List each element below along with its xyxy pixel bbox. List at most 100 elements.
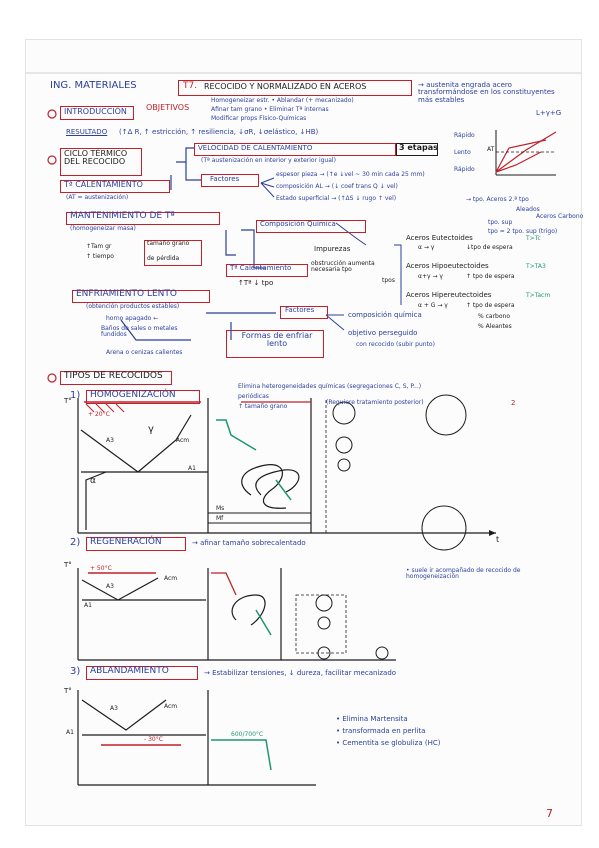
ablan-desc: → Estabilizar tensiones, ↓ dureza, facil…: [204, 669, 397, 677]
eutectoides-range: T>Tc: [526, 235, 541, 242]
homog-t-axis: T°: [64, 397, 72, 405]
ablan-bullet: • transformada en perlita: [336, 727, 426, 735]
homog-a1: A1: [188, 465, 196, 472]
header-note: → austenita engrada acero transformándos…: [418, 81, 555, 104]
at-label: AT: [487, 146, 495, 153]
mantenimiento-sub: (homogeneizar masa): [70, 225, 136, 232]
homog-num: 1): [70, 390, 81, 401]
ciclo-box: [60, 148, 142, 176]
factor-item: composición AL → (↓ coef trans Q ↓ vel): [276, 183, 398, 190]
taust-note: (Tª austenización en interior y exterior…: [201, 157, 336, 164]
topic-title: RECOCIDO Y NORMALIZADO EN ACEROS: [204, 82, 367, 91]
regen-plus: + 50°C: [90, 565, 112, 572]
resultado-label: RESULTADO: [66, 128, 108, 136]
ablan-range: 600/700°C: [231, 731, 264, 738]
formas-box: [226, 330, 324, 358]
homog-gamma: γ: [148, 424, 154, 435]
regen-a1: A1: [84, 602, 92, 609]
ablan-t-axis: T°: [64, 687, 72, 695]
regen-t-axis: T°: [64, 561, 72, 569]
regen-acm: Acm: [164, 575, 178, 582]
regen-title: REGENERACIÓN: [90, 537, 162, 547]
tipos-box: [60, 371, 172, 385]
eutectoides-label: Aceros Eutectoides: [406, 234, 473, 242]
obstruccion-label: obstrucción aumenta necesaria tpo: [311, 260, 375, 274]
banos-label: Baños de sales o metales fundidos: [101, 325, 178, 339]
comp-quim-label: Composición Química: [260, 220, 336, 228]
tamano-label: tamaño grano: [147, 240, 190, 247]
factor-item: espesor pieza → (↑e ↓vel ~ 30 min cada 2…: [276, 171, 425, 178]
intro-title: INTRODUCCIÓN: [64, 107, 127, 116]
regen-num: 2): [70, 537, 81, 548]
page-drawings: [26, 72, 581, 786]
topic-number: T7.: [183, 81, 198, 91]
eutectoides-tpo: ↓tpo de espera: [466, 244, 513, 251]
enfriamiento-box: [72, 290, 210, 303]
calentamiento-box: [60, 180, 170, 193]
ablan-a1: A1: [66, 729, 74, 736]
objetivo-item: Afinar tam grano • Eliminar Tª internas: [211, 106, 329, 113]
tcalent2-box: [226, 264, 308, 277]
homog-title: HOMOGENIZACIÓN: [90, 390, 176, 400]
hiper-range: T>Tacm: [526, 292, 551, 299]
homog-bullet: periódicas: [238, 393, 269, 400]
ablan-title: ABLANDAMIENTO: [90, 666, 169, 676]
factor-item: Estado superficial → (↑ΔS ↓ rugo ↑ vel): [276, 195, 397, 202]
intro-box: [60, 106, 134, 120]
ablan-a3: A3: [110, 705, 118, 712]
objetivo-item: Homogeneizar estr. • Ablandar (+ mecaniz…: [211, 97, 354, 104]
homog-alpha: α: [90, 476, 96, 486]
formas-label: Formas de enfriar lento: [241, 331, 313, 349]
objetivo-item: Modificar props Físico-Químicas: [211, 115, 307, 122]
homog-bullet-num: 2: [511, 399, 516, 407]
ablan-bullet: • Elimina Martensita: [336, 715, 408, 723]
enf-objetivo: objetivo perseguido: [348, 329, 418, 337]
regen-desc: → afinar tamaño sobrecalentado: [192, 539, 306, 547]
calentamiento-title: Tª CALENTAMIENTO: [64, 180, 143, 189]
mantenimiento-title: MANTENIMIENTO DE Tª: [70, 211, 175, 221]
homog-ms: Ms: [216, 505, 225, 512]
enf-pct-aleantes: % Aleantes: [478, 323, 512, 330]
mantenimiento-box: [66, 212, 220, 225]
velocidad-title: VELOCIDAD DE CALENTAMIENTO: [198, 144, 313, 152]
resultado-text: (↑Δ R, ↑ estricción, ↑ resiliencia, ↓σR,…: [119, 128, 319, 136]
tcalent2-sub: ↑Tª ↓ tpo: [238, 279, 274, 287]
tcalent2-label: Tª Calentamiento: [230, 264, 292, 272]
horno-label: horno apagado ←: [106, 315, 159, 322]
hiper-transform: α + G → γ: [418, 302, 448, 309]
homog-bullet: Elimina heterogeneidades químicas (segre…: [238, 383, 422, 390]
hipo-label: Aceros Hipoeutectoides: [406, 262, 489, 270]
hipo-tpo: ↑ tpo de espera: [466, 273, 515, 280]
regen-note: • suele ir acompañado de recocido de hom…: [406, 567, 521, 581]
regen-a3: A3: [106, 583, 114, 590]
homog-plus: + 20°C: [88, 411, 110, 418]
impurezas-label: Impurezas: [314, 245, 351, 253]
enf-pct-carbono: % carbono: [478, 313, 511, 320]
tam-gr-label: ↑Tam gr: [86, 243, 112, 250]
enf-composicion: composición química: [348, 311, 422, 319]
hiper-tpo: ↑ tpo de espera: [466, 302, 515, 309]
etapas-box: [396, 143, 438, 156]
tpo-sup2-label: tpo = 2 tpo. sup (trigo): [488, 228, 558, 235]
aleados-label: Aleados: [516, 206, 540, 213]
header-note-side: L+γ+G: [536, 109, 562, 117]
hiper-label: Aceros Hipereutectoides: [406, 291, 492, 299]
enf-factores-label: Factores: [285, 306, 315, 314]
homog-box: [86, 390, 200, 404]
homog-mf: Mf: [216, 515, 224, 522]
page-number: 7: [546, 807, 553, 820]
tamano-box: [144, 240, 202, 266]
enf-con-recocido: con recocido (subir punto): [356, 341, 435, 348]
arena-label: Arena o cenizas calientes: [106, 349, 183, 356]
objetivos-label: OBJETIVOS: [146, 103, 190, 112]
ablan-num: 3): [70, 666, 81, 677]
velocidad-box: [194, 143, 396, 156]
subject-title: ING. MATERIALES: [50, 80, 137, 91]
homog-t-time: t: [496, 535, 500, 544]
tpo-note: → tpo. Aceros 2.ª tpo: [466, 196, 529, 203]
homog-bullet: (Requiere tratamiento posterior): [326, 399, 424, 406]
rapido-label: Rápido: [454, 132, 475, 139]
aceros-carbono-label: Aceros Carbono: [536, 213, 584, 220]
eutectoides-transform: α → γ: [418, 244, 435, 251]
ablan-acm: Acm: [164, 703, 178, 710]
